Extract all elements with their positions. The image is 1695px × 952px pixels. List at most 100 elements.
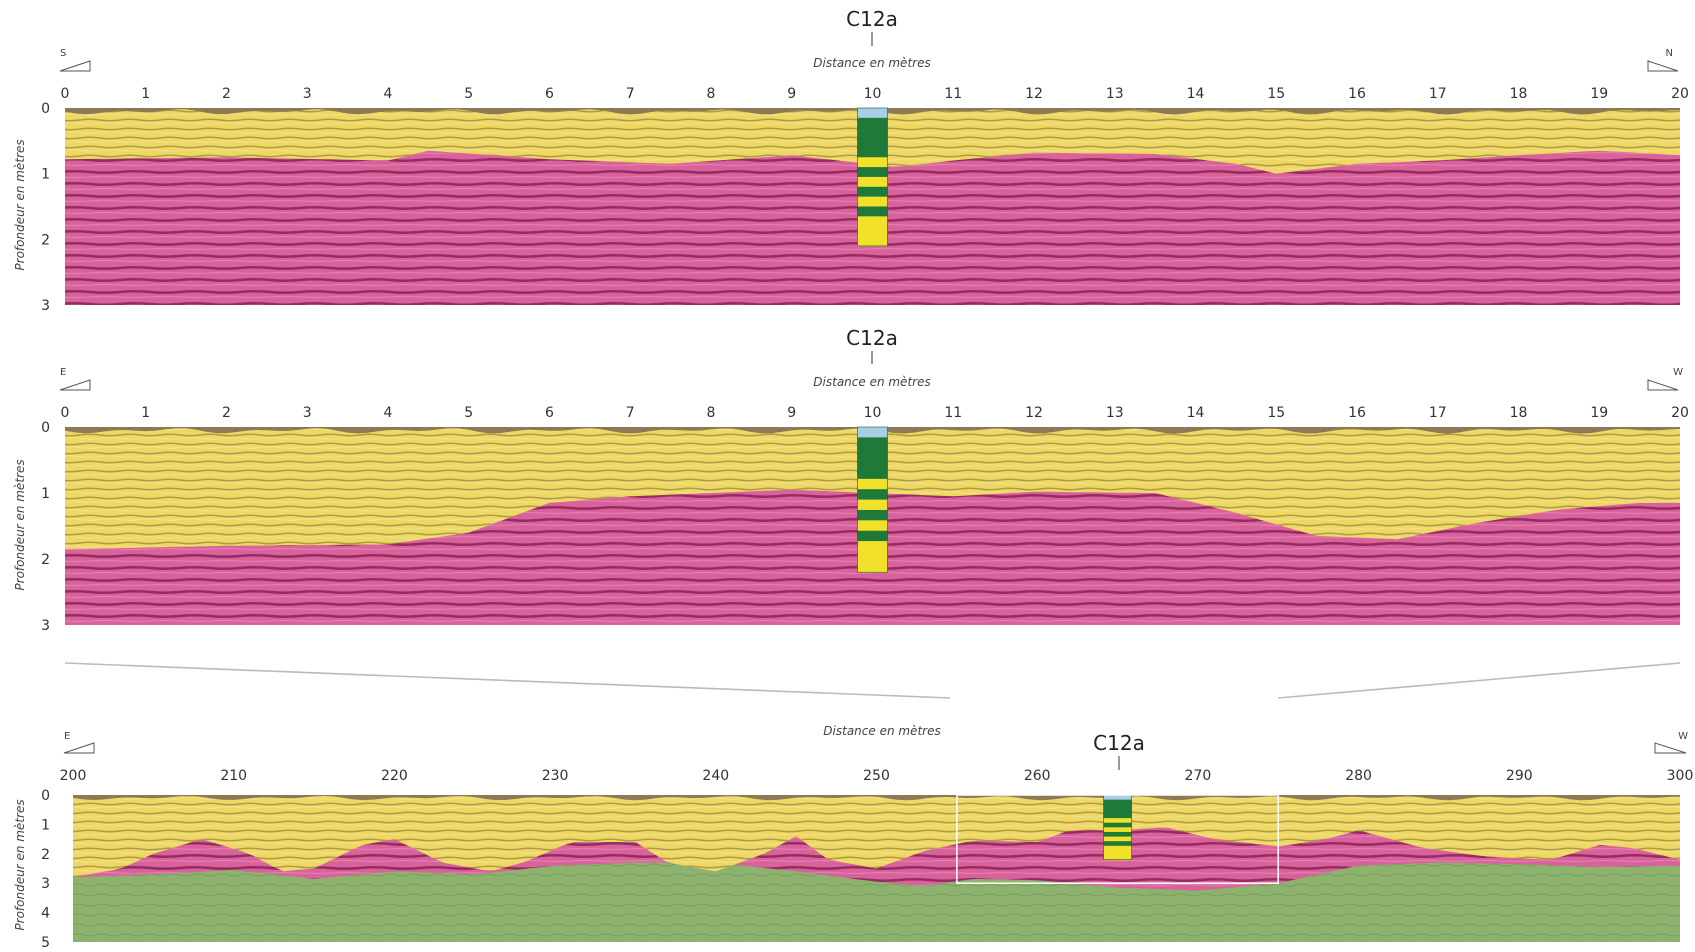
core-segment [857,137,888,148]
core-log [1103,794,1132,861]
x-tick-label: 11 [944,86,962,102]
x-tick-label: 16 [1348,405,1366,421]
core-segment [857,447,888,459]
zoom-connector-lines [64,662,1681,699]
x-tick-label: 4 [384,405,393,421]
topsoil-layer [65,427,1680,434]
core-segment [857,167,888,178]
y-axis-title: Profondeur en mètres [13,459,27,590]
x-tick-label: 5 [464,405,473,421]
x-tick-label: 260 [1024,768,1051,784]
core-outline [857,426,888,573]
direction-left-icon [59,379,91,391]
direction-left-label: S [60,48,66,59]
core-log [857,426,888,573]
x-tick-label: 12 [1025,405,1043,421]
core-segment [857,478,888,490]
x-tick-label: 7 [626,405,635,421]
core-segment [1103,818,1132,824]
x-tick-label: 0 [61,405,70,421]
direction-left-label: E [60,367,66,378]
core-segment [857,147,888,158]
core-segment [857,437,888,449]
core-segment [857,499,888,511]
x-tick-label: 210 [220,768,247,784]
core-segment [857,520,888,532]
x-tick-label: 18 [1510,86,1528,102]
x-tick-label: 8 [707,405,716,421]
x-tick-label: 200 [60,768,87,784]
x-tick-label: 11 [944,405,962,421]
x-tick-label: 13 [1106,405,1124,421]
y-tick-label: 0 [41,788,50,804]
direction-right-label: W [1678,731,1688,742]
x-tick-label: 230 [542,768,569,784]
core-segment [1103,813,1132,819]
x-tick-label: 9 [787,405,796,421]
core-segment [857,226,888,237]
x-tick-label: 240 [702,768,729,784]
y-tick-label: 3 [41,298,50,314]
x-tick-label: 2 [222,405,231,421]
x-axis-title: Distance en mètres [823,724,940,738]
core-segment [857,468,888,480]
x-tick-label: 5 [464,86,473,102]
core-segment [857,196,888,207]
core-segment [857,551,888,563]
y-tick-label: 1 [41,167,50,183]
core-segment [1103,831,1132,838]
y-tick-label: 2 [41,232,50,248]
core-segment [857,509,888,521]
core-label: C12a [1093,731,1145,755]
x-tick-label: 15 [1267,405,1285,421]
core-segment [1103,804,1132,810]
core-label: C12a [846,326,898,350]
core-segment [1103,855,1132,861]
topsoil-layer [65,108,1680,115]
direction-right-icon [1654,742,1687,754]
core-segment [857,236,888,247]
core-segment [857,216,888,227]
y-tick-label: 4 [41,906,50,922]
x-tick-label: 270 [1185,768,1212,784]
core-segment [857,186,888,198]
core-outline [857,107,888,247]
core-segment [857,541,888,552]
x-tick-label: 14 [1187,405,1205,421]
y-tick-label: 5 [41,935,50,951]
x-tick-label: 17 [1429,86,1447,102]
x-tick-label: 20 [1671,405,1689,421]
x-tick-label: 2 [222,86,231,102]
direction-left-icon [59,60,91,72]
x-tick-label: 280 [1345,768,1372,784]
core-segment [857,176,888,188]
core-segment [1103,799,1132,805]
core-segment [1103,836,1132,842]
core-segment [857,127,888,139]
direction-right-icon [1647,379,1679,391]
x-tick-label: 17 [1429,405,1447,421]
x-tick-label: 1 [141,405,150,421]
y-axis-title: Profondeur en mètres [13,139,27,270]
core-segment [857,489,888,501]
x-tick-label: 14 [1187,86,1205,102]
y-axis-title: Profondeur en mètres [13,799,27,930]
x-tick-label: 16 [1348,86,1366,102]
core-segment [1103,845,1132,851]
x-tick-label: 1 [141,86,150,102]
y-tick-label: 0 [41,420,50,436]
x-tick-label: 6 [545,405,554,421]
x-tick-label: 250 [863,768,890,784]
core-segment [857,458,888,469]
core-segment [857,427,888,438]
core-segment [1103,822,1132,828]
x-tick-label: 3 [303,86,312,102]
core-segment [857,561,888,573]
x-tick-label: 18 [1510,405,1528,421]
core-segment [857,108,888,119]
direction-right-icon [1647,60,1679,72]
direction-left-label: E [64,731,70,742]
